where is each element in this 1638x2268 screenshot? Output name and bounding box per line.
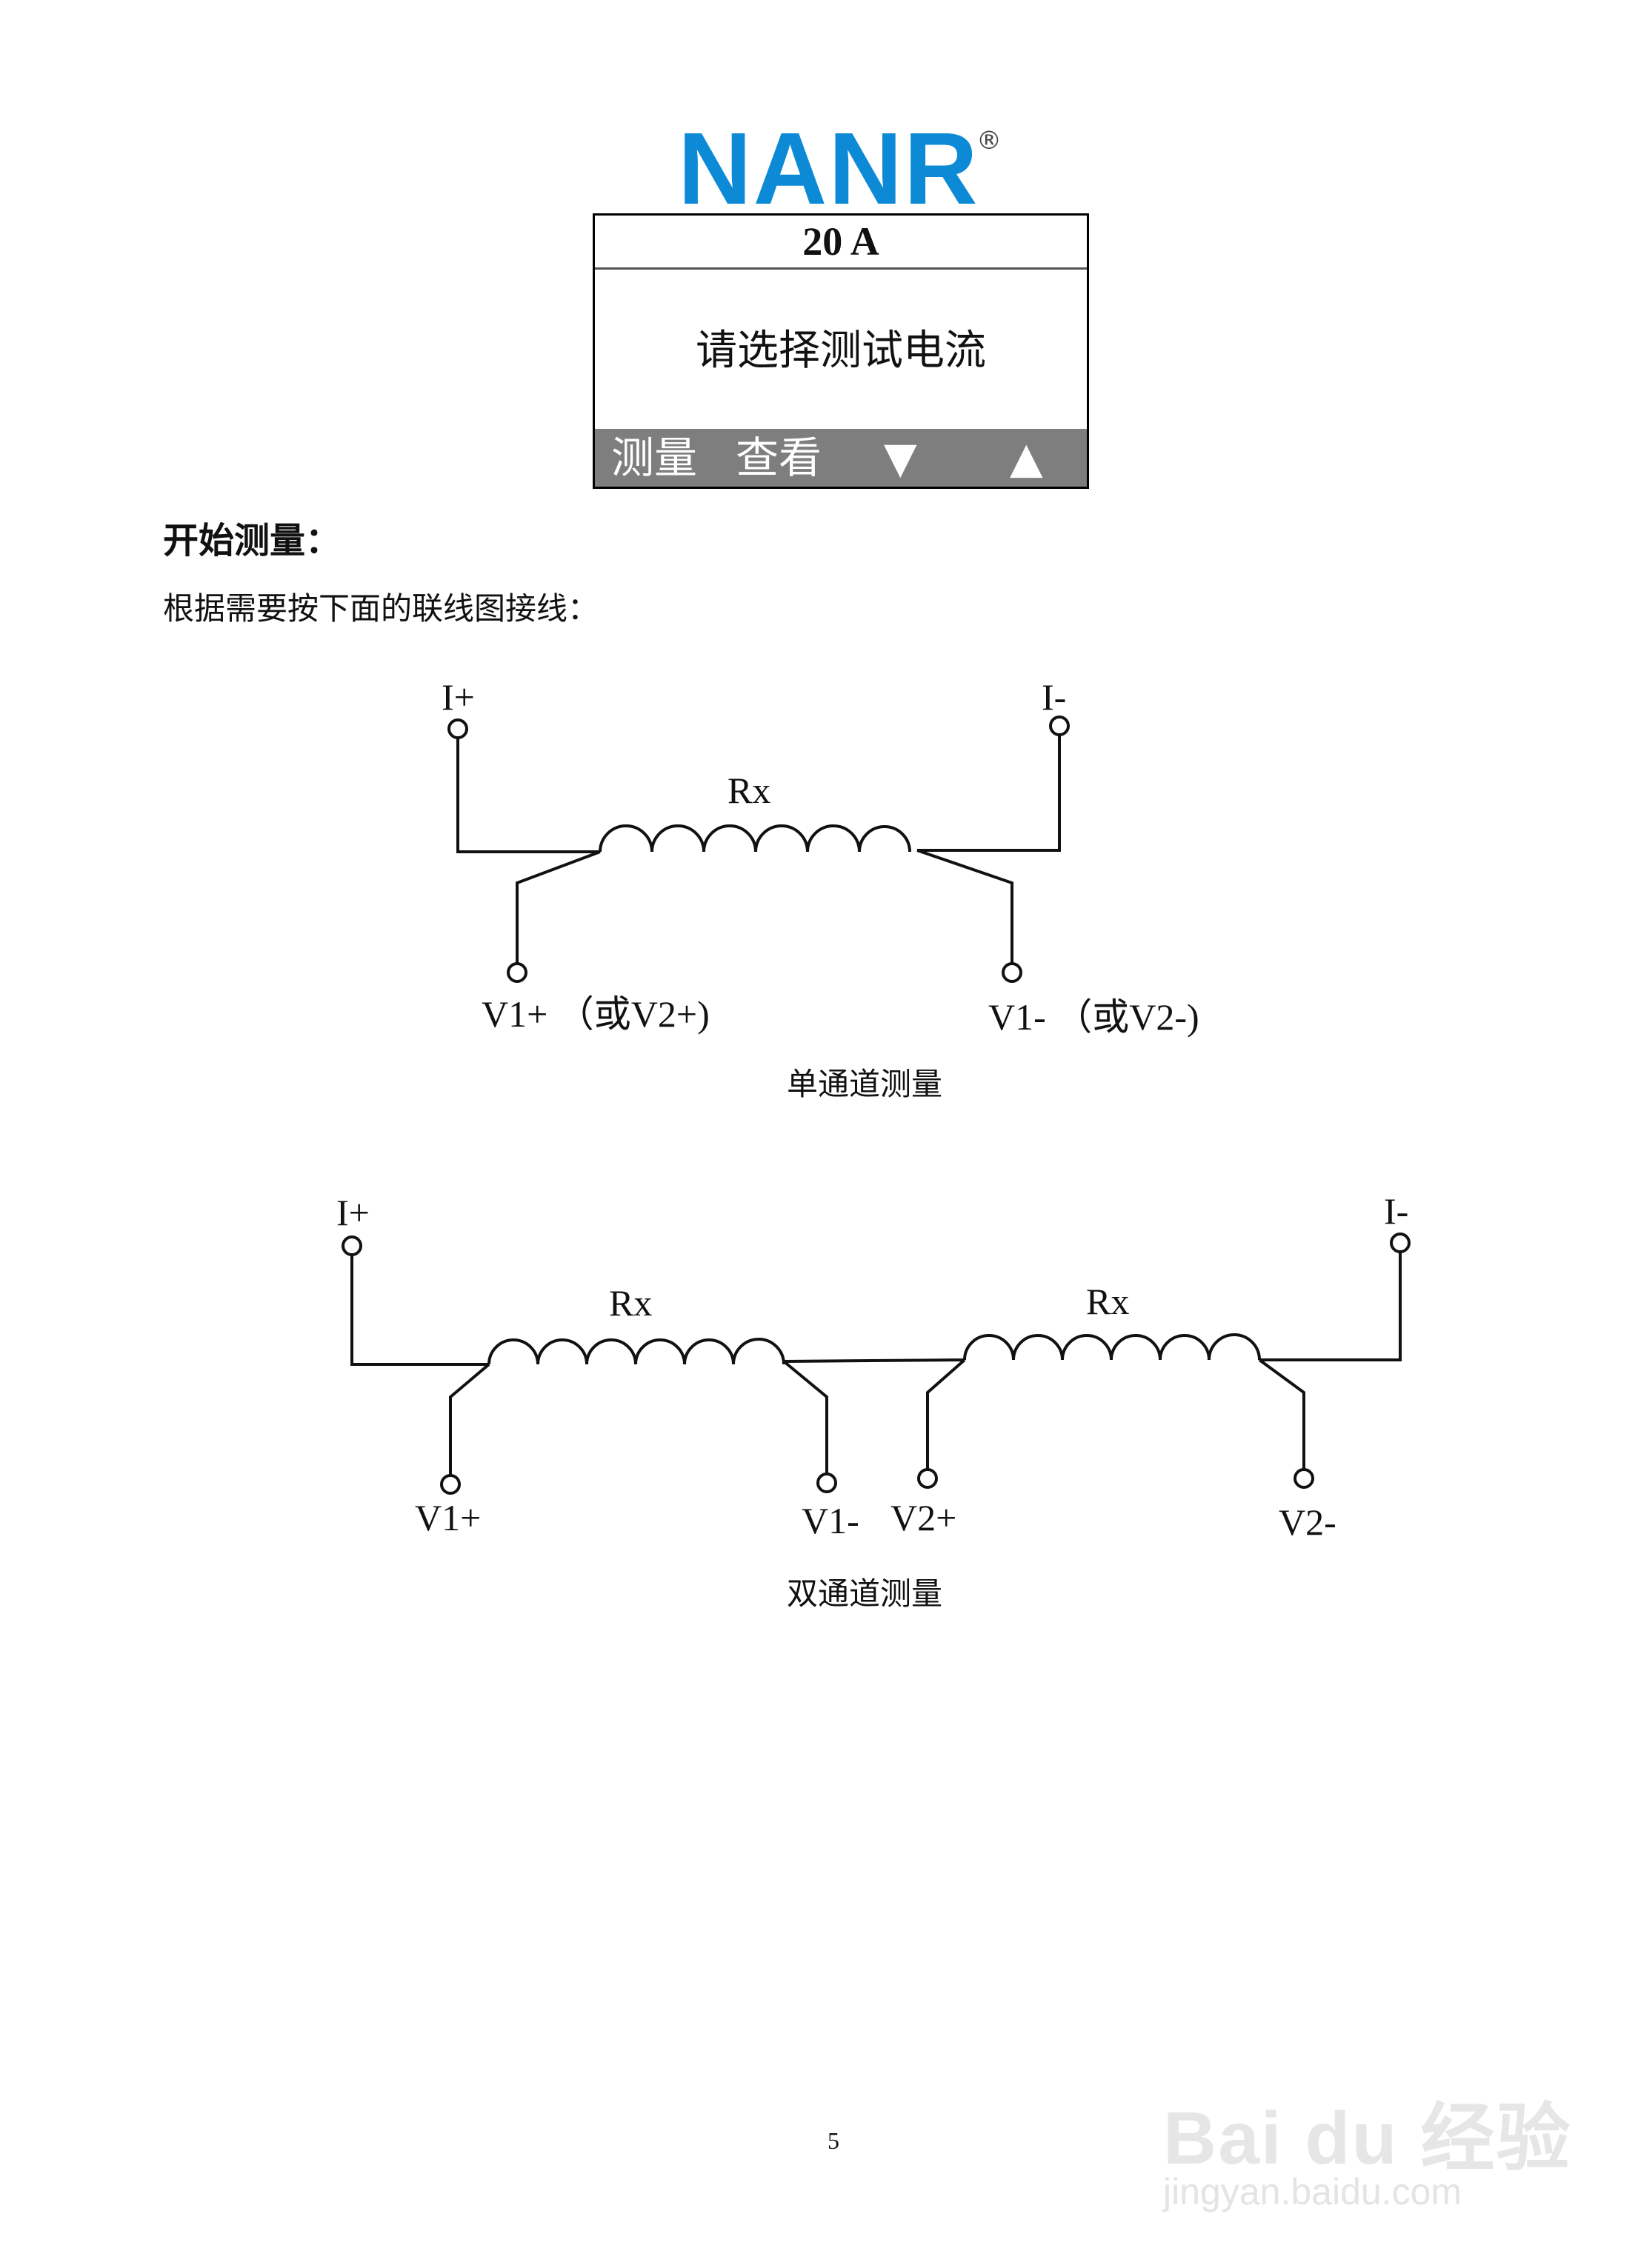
terminal-dual-v2-minus [1294, 1468, 1314, 1489]
coil-rx-2 [963, 1333, 1261, 1361]
terminal-dual-v1-plus [440, 1474, 461, 1495]
label-v-minus: V1- （或V2-) [988, 996, 1199, 1038]
lcd-screen: 20 A 请选择测试电流 测量 查看 ▼ ▲ [593, 213, 1089, 489]
terminal-v1-minus [1002, 962, 1022, 983]
softkey-down-arrow-icon: ▼ [884, 433, 917, 483]
lcd-softkey-bar: 测量 查看 ▼ ▲ [595, 429, 1087, 487]
diagram-labels: I+ I- Rx V1+ （或V2+) V1- （或V2-) I+ I- Rx … [336, 676, 1408, 1543]
page-number: 5 [828, 2127, 839, 2154]
softkey-up-arrow-icon: ▲ [1010, 433, 1043, 483]
caption-dual-channel: 双通道测量 [787, 1575, 943, 1612]
caption-single-channel: 单通道测量 [787, 1066, 943, 1102]
brand-logo: NANR [678, 112, 979, 226]
registered-mark: ® [976, 126, 1002, 156]
watermark-brand: Bai du 经验 [1163, 2097, 1572, 2180]
wiring-diagrams: I+ I- Rx V1+ （或V2+) V1- （或V2-) I+ I- Rx … [336, 676, 1411, 1543]
coil-rx [599, 824, 911, 853]
label-dual-rx-2: Rx [1086, 1281, 1129, 1322]
label-dual-i-plus: I+ [336, 1192, 370, 1233]
label-dual-rx-1: Rx [609, 1282, 652, 1324]
diagram-dual-wiring [342, 1233, 1411, 1495]
baidu-watermark: Bai du 经验 jingyan.baidu.com [1163, 2052, 1578, 2215]
section-instruction: 根据需要按下面的联线图接线： [163, 590, 599, 627]
label-i-plus: I+ [442, 676, 475, 718]
label-dual-v1-minus: V1- [802, 1500, 859, 1541]
terminal-i-plus [447, 718, 468, 739]
label-dual-i-minus: I- [1384, 1190, 1408, 1232]
label-dual-v2-plus: V2+ [890, 1497, 956, 1538]
label-v-plus: V1+ （或V2+) [482, 993, 710, 1035]
label-rx: Rx [728, 770, 770, 811]
terminal-i-minus [1049, 716, 1070, 736]
lcd-current-value: 20 A [595, 216, 1087, 270]
terminal-dual-v1-minus [816, 1472, 837, 1493]
terminal-dual-v2-plus [917, 1468, 938, 1489]
watermark-url: jingyan.baidu.com [1163, 2171, 1462, 2212]
softkey-measure: 测量 [611, 433, 698, 483]
coil-rx-1 [487, 1338, 785, 1365]
softkey-view: 查看 [736, 433, 822, 483]
terminal-v1-plus [507, 962, 527, 983]
section-heading: 开始测量： [163, 520, 342, 561]
label-dual-v1-plus: V1+ [415, 1497, 481, 1538]
label-dual-v2-minus: V2- [1279, 1501, 1336, 1543]
label-i-minus: I- [1042, 676, 1066, 718]
terminal-dual-i-minus [1390, 1233, 1411, 1253]
lcd-message: 请选择测试电流 [696, 327, 986, 375]
terminal-dual-i-plus [342, 1235, 362, 1256]
diagram-single-wiring [447, 716, 1070, 983]
